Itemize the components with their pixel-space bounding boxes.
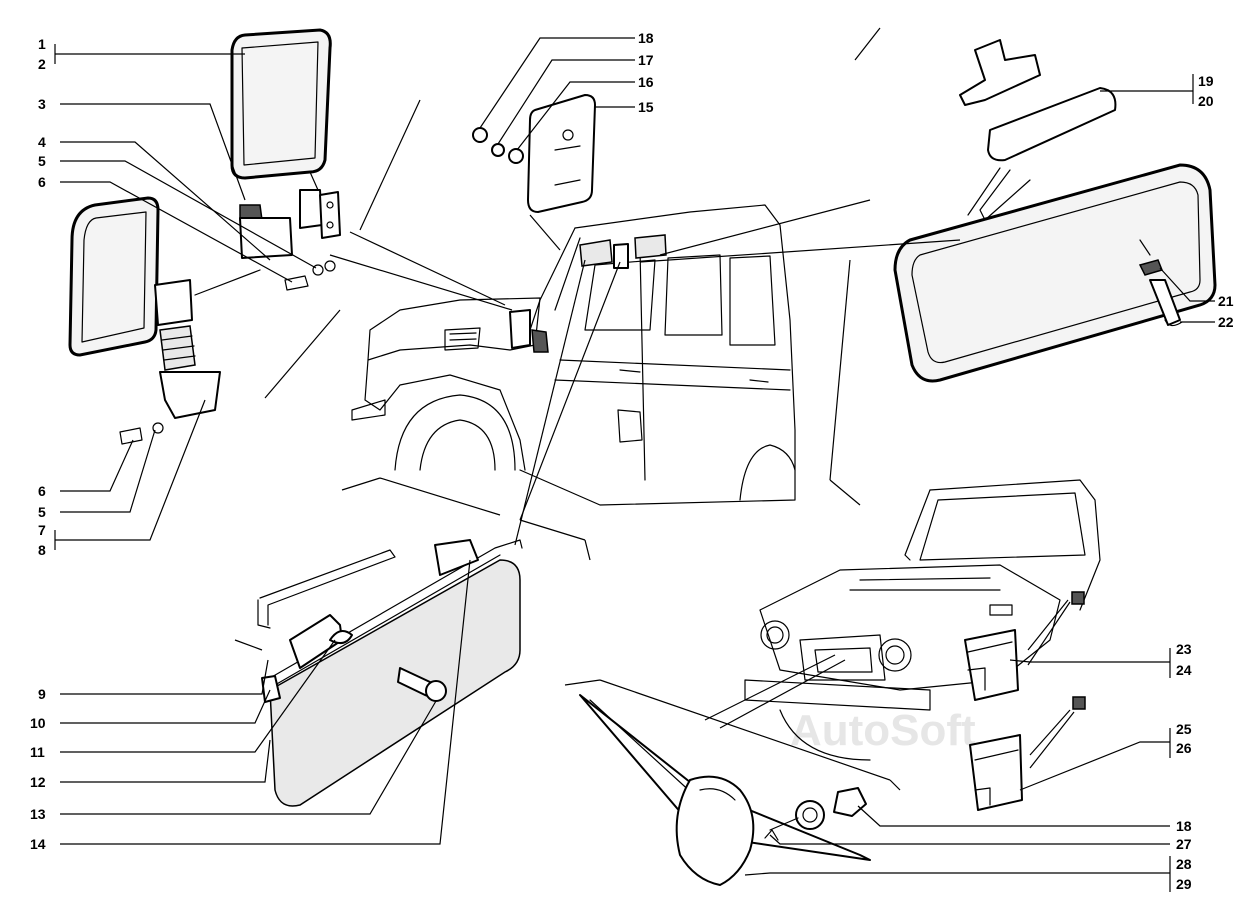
callout-10: 10 — [30, 715, 46, 731]
callout-6: 6 — [38, 174, 46, 190]
callout-18: 18 — [638, 30, 654, 46]
outside-mirror-upper — [230, 28, 341, 291]
callout-11: 11 — [30, 744, 45, 760]
callout-13: 13 — [30, 806, 46, 822]
callout-4: 4 — [38, 134, 46, 150]
callout-20: 20 — [1198, 93, 1214, 109]
rear-view-mirror — [893, 39, 1217, 383]
callout-12: 12 — [30, 774, 46, 790]
callout-7: 7 — [38, 522, 46, 538]
callout-27: 27 — [1176, 836, 1192, 852]
callouts: 1 2 3 4 5 6 6 5 7 8 9 10 11 12 13 14 18 … — [30, 30, 1234, 892]
callout-16: 16 — [638, 74, 654, 90]
callout-25: 25 — [1176, 721, 1192, 737]
callout-1: 1 — [38, 36, 46, 52]
vehicle-front-view — [744, 479, 1101, 761]
callout-29: 29 — [1176, 876, 1192, 892]
callout-28: 28 — [1176, 856, 1192, 872]
callout-2: 2 — [38, 56, 46, 72]
callout-22: 22 — [1218, 314, 1234, 330]
outside-mirror-lower — [68, 196, 261, 445]
callout-5: 5 — [38, 153, 46, 169]
leader-lines — [54, 27, 1215, 892]
callout-14: 14 — [30, 836, 46, 852]
vehicle-side-view — [351, 204, 796, 506]
callout-6-lower: 6 — [38, 483, 46, 499]
callout-9: 9 — [38, 686, 46, 702]
callout-3: 3 — [38, 96, 46, 112]
callout-23: 23 — [1176, 641, 1192, 657]
hood-latches — [964, 629, 1023, 811]
callout-17: 17 — [638, 52, 654, 68]
callout-21: 21 — [1218, 293, 1234, 309]
callout-5-lower: 5 — [38, 504, 46, 520]
callout-8: 8 — [38, 542, 46, 558]
callout-19: 19 — [1198, 73, 1214, 89]
callout-15: 15 — [638, 99, 654, 115]
callout-26: 26 — [1176, 740, 1192, 756]
callout-24: 24 — [1176, 662, 1192, 678]
emblem — [579, 694, 871, 886]
callout-18-lower: 18 — [1176, 818, 1192, 834]
interior-plate — [472, 94, 596, 213]
sun-visor — [257, 539, 523, 807]
watermark: AutoSoft — [790, 706, 976, 755]
